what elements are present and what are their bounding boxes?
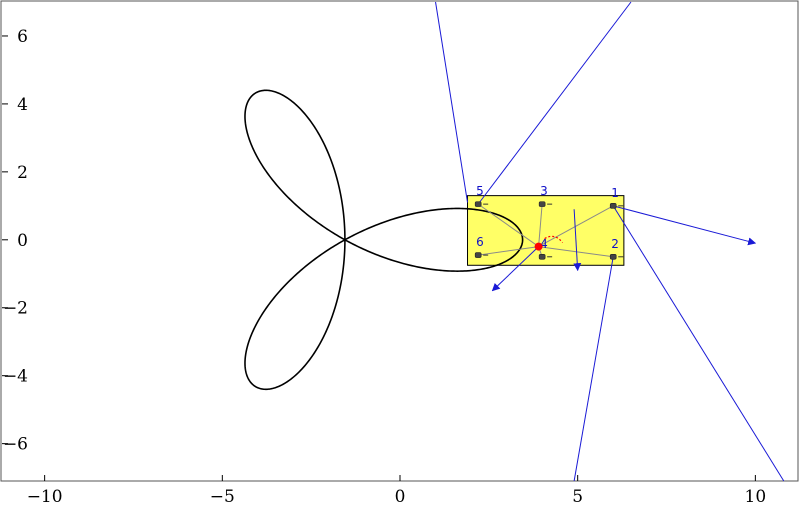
direction-arrow-1 xyxy=(613,205,757,246)
center-heading-arc xyxy=(544,235,564,243)
y-tick-label: −4 xyxy=(3,367,28,387)
x-tick-label: 10 xyxy=(745,487,767,507)
link-line-6 xyxy=(478,246,539,256)
x-tick-label: −5 xyxy=(210,487,235,507)
link-line-1 xyxy=(538,205,614,248)
direction-arrow-2 xyxy=(491,246,539,292)
y-tick-label: 4 xyxy=(17,95,28,115)
x-tick-label: 0 xyxy=(395,487,406,507)
y-tick-label: −2 xyxy=(3,299,28,319)
y-tick-label: 0 xyxy=(17,231,28,251)
link-line-2 xyxy=(538,246,614,258)
x-tick-label: −10 xyxy=(27,487,63,507)
highlight-rectangle xyxy=(467,195,625,266)
link-line-5 xyxy=(477,203,539,248)
sensor-marker-2 xyxy=(609,253,617,260)
y-tick-label: 2 xyxy=(17,163,28,183)
sensor-marker-3 xyxy=(538,201,546,207)
sensor-marker-4 xyxy=(538,253,546,260)
ray-line-3 xyxy=(612,205,785,482)
plot-frame xyxy=(0,0,799,482)
center-point xyxy=(534,242,543,251)
ray-line-1 xyxy=(435,1,469,203)
trefoil-curve xyxy=(244,89,524,391)
point-label-1: 1 xyxy=(611,186,619,200)
y-tick-label: 6 xyxy=(17,27,28,47)
direction-arrow-3 xyxy=(573,209,582,272)
sensor-marker-1 xyxy=(609,203,617,209)
point-label-5: 5 xyxy=(476,184,484,198)
point-label-2: 2 xyxy=(611,237,619,251)
y-tick-label: −6 xyxy=(3,435,28,455)
sensor-marker-5 xyxy=(474,201,482,207)
ray-line-2 xyxy=(477,1,632,205)
x-tick-label: 5 xyxy=(572,487,583,507)
link-line-3 xyxy=(538,204,543,247)
sensor-marker-6 xyxy=(474,252,482,258)
point-label-6: 6 xyxy=(476,235,484,249)
point-label-4: 4 xyxy=(540,237,548,251)
ray-line-4 xyxy=(573,256,614,482)
point-label-3: 3 xyxy=(540,184,548,198)
